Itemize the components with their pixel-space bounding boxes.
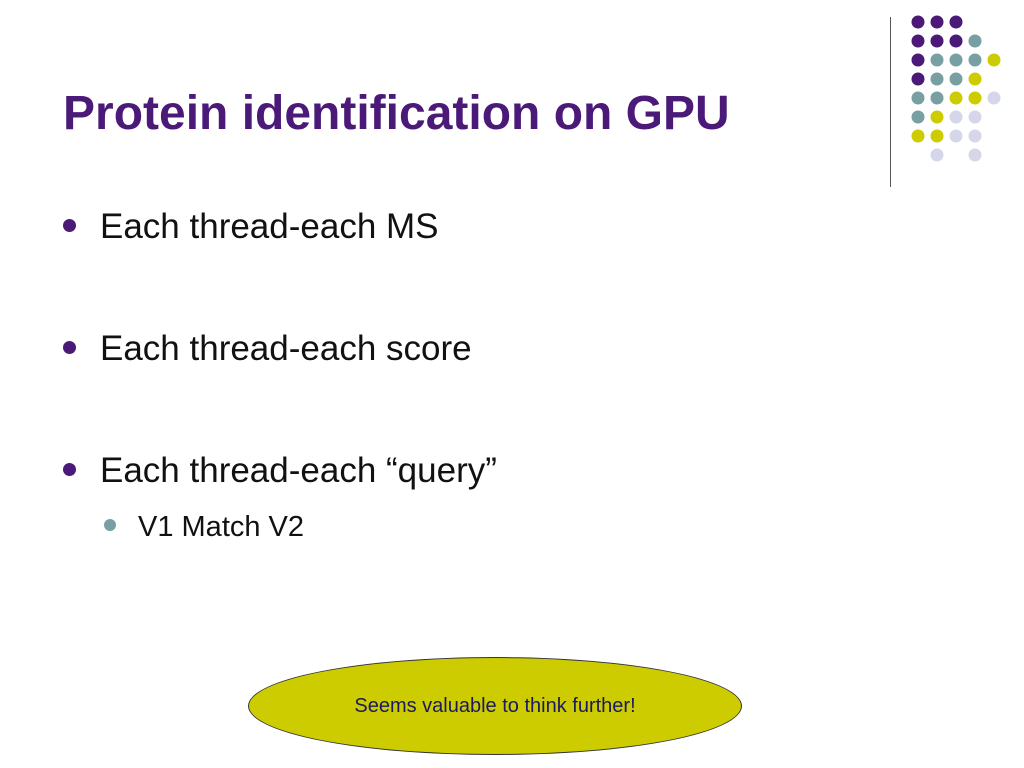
decorative-dot — [930, 15, 944, 29]
decorative-dot — [911, 91, 925, 105]
decorative-dot — [930, 148, 944, 162]
decorative-dot — [949, 53, 963, 67]
sub-bullet-marker — [104, 519, 116, 532]
decorative-dot — [949, 72, 963, 86]
decorative-dot — [949, 129, 963, 143]
bullet-item: Each thread-each MS — [63, 207, 439, 247]
decorative-dot — [949, 34, 963, 48]
decorative-dot — [911, 72, 925, 86]
decorative-dot — [930, 110, 944, 124]
callout-text: Seems valuable to think further! — [354, 694, 636, 717]
bullet-item: Each thread-each score — [63, 329, 472, 369]
decorative-dot — [911, 129, 925, 143]
bullet-marker — [63, 341, 76, 355]
sub-bullet-text: V1 Match V2 — [138, 511, 305, 543]
slide-title: Protein identification on GPU — [63, 87, 730, 140]
decorative-dot — [930, 34, 944, 48]
decorative-dot — [968, 34, 982, 48]
decorative-dot — [911, 110, 925, 124]
decorative-dot — [968, 53, 982, 67]
bullet-text: Each thread-each “query” — [100, 451, 497, 490]
decorative-dot — [949, 15, 963, 29]
decorative-dot — [968, 148, 982, 162]
bullet-text: Each thread-each score — [100, 329, 472, 368]
decorative-dot — [930, 91, 944, 105]
bullet-marker — [63, 463, 76, 477]
decorative-dot — [968, 91, 982, 105]
decorative-dot — [911, 53, 925, 67]
decorative-dot — [968, 72, 982, 86]
decorative-dot — [968, 110, 982, 124]
decorative-dot — [949, 110, 963, 124]
decorative-dot — [930, 129, 944, 143]
decorative-dot — [911, 15, 925, 29]
decorative-dot-grid — [911, 15, 1001, 162]
bullet-item: Each thread-each “query” — [63, 451, 497, 491]
decorative-dot — [987, 53, 1001, 67]
decorative-dot — [930, 72, 944, 86]
title-divider — [890, 17, 891, 187]
bullet-text: Each thread-each MS — [100, 207, 439, 246]
decorative-dot — [987, 91, 1001, 105]
callout-ellipse: Seems valuable to think further! — [248, 657, 742, 755]
decorative-dot — [968, 129, 982, 143]
decorative-dot — [949, 91, 963, 105]
decorative-dot — [930, 53, 944, 67]
bullet-marker — [63, 219, 76, 233]
sub-bullet-item: V1 Match V2 — [104, 510, 304, 544]
decorative-dot — [911, 34, 925, 48]
